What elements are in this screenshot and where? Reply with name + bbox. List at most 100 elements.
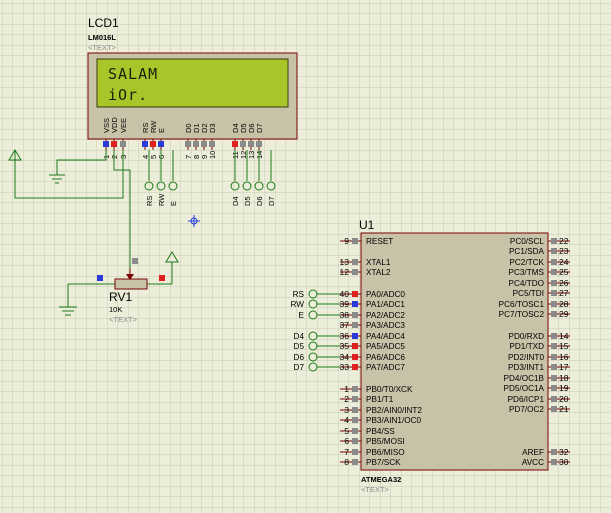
mcu-pin-26[interactable]: [551, 280, 557, 286]
mcu-terminal-label: D5: [294, 342, 305, 351]
mcu-pin-39[interactable]: [352, 301, 358, 307]
mcu-pin-5[interactable]: [352, 428, 358, 434]
mcu-terminal-d4[interactable]: [308, 331, 318, 341]
mcu-pin-38[interactable]: [352, 312, 358, 318]
lcd-pin-13[interactable]: [248, 141, 254, 147]
lcd-pin-name: D1: [192, 123, 201, 133]
lcd-pin-1[interactable]: [103, 141, 109, 147]
mcu-pin-14[interactable]: [551, 333, 557, 339]
mcu-pin-22[interactable]: [551, 238, 557, 244]
mcu-pin-36[interactable]: [352, 333, 358, 339]
mcu-terminal-label: D6: [294, 353, 305, 362]
lcd-terminal-rw[interactable]: [156, 181, 166, 191]
lcd-pin-name: D3: [208, 123, 217, 133]
mcu-pin-1[interactable]: [352, 386, 358, 392]
lcd-terminal-label: RW: [157, 193, 166, 206]
mcu-pin-12[interactable]: [352, 269, 358, 275]
mcu-pin-number: 12: [340, 267, 350, 277]
mcu-terminal-rs[interactable]: [308, 289, 318, 299]
mcu-pin-label: PC1/SDA: [509, 247, 545, 256]
mcu-pin-number: 35: [340, 341, 350, 351]
mcu-pin-40[interactable]: [352, 291, 358, 297]
lcd-pin-number: 4: [141, 155, 150, 159]
lcd-pin-10[interactable]: [209, 141, 215, 147]
lcd-pin-3[interactable]: [120, 141, 126, 147]
lcd-pin-name: D4: [231, 123, 240, 133]
mcu-terminal-d5[interactable]: [308, 341, 318, 351]
mcu-pin-19[interactable]: [551, 385, 557, 391]
mcu-pin-4[interactable]: [352, 417, 358, 423]
mcu-pin-18[interactable]: [551, 375, 557, 381]
mcu-pin-35[interactable]: [352, 343, 358, 349]
mcu-pin-28[interactable]: [551, 301, 557, 307]
lcd-pin-7[interactable]: [185, 141, 191, 147]
mcu-pin-21[interactable]: [551, 406, 557, 412]
mcu-pin-25[interactable]: [551, 269, 557, 275]
mcu-pin-20[interactable]: [551, 396, 557, 402]
mcu-pin-7[interactable]: [352, 449, 358, 455]
lcd-pin-name: D7: [255, 123, 264, 133]
mcu-pin-label: PD3/INT1: [508, 363, 544, 372]
lcd-pin-4[interactable]: [142, 141, 148, 147]
mcu-pin-number: 5: [344, 426, 349, 436]
lcd-text-placeholder: <TEXT>: [88, 43, 117, 52]
lcd-pin-12[interactable]: [240, 141, 246, 147]
mcu-pin-6[interactable]: [352, 438, 358, 444]
pot-pin-1[interactable]: [97, 275, 103, 281]
pot-pin-3[interactable]: [159, 275, 165, 281]
mcu-pin-label: AVCC: [522, 458, 544, 467]
mcu-pin-16[interactable]: [551, 354, 557, 360]
mcu-pin-15[interactable]: [551, 343, 557, 349]
mcu-pin-24[interactable]: [551, 259, 557, 265]
lcd-pin-8[interactable]: [193, 141, 199, 147]
lcd-screen: [96, 58, 289, 108]
mcu-pin-2[interactable]: [352, 396, 358, 402]
mcu-pin-13[interactable]: [352, 259, 358, 265]
lcd-terminal-e[interactable]: [168, 181, 178, 191]
mcu-pin-number: 40: [340, 289, 350, 299]
mcu-pin-3[interactable]: [352, 407, 358, 413]
lcd-terminal-d7[interactable]: [266, 181, 276, 191]
mcu-terminal-d7[interactable]: [308, 362, 318, 372]
mcu-pin-label: PD2/INT0: [508, 353, 544, 362]
mcu-pin-30[interactable]: [551, 459, 557, 465]
lcd-pin-name: VEE: [119, 118, 128, 133]
potentiometer-component[interactable]: RV1 10K <TEXT>: [97, 258, 165, 324]
lcd-pin-6[interactable]: [158, 141, 164, 147]
mcu-pin-8[interactable]: [352, 459, 358, 465]
mcu-pin-33[interactable]: [352, 364, 358, 370]
mcu-pin-27[interactable]: [551, 290, 557, 296]
lcd-pin-14[interactable]: [256, 141, 262, 147]
lcd-pin-9[interactable]: [201, 141, 207, 147]
crosshair-marker-icon: [188, 215, 200, 227]
mcu-terminal-e[interactable]: [308, 310, 318, 320]
lcd-terminal-d6[interactable]: [254, 181, 264, 191]
mcu-pin-32[interactable]: [551, 449, 557, 455]
mcu-pin-29[interactable]: [551, 311, 557, 317]
mcu-terminal-rw[interactable]: [308, 299, 318, 309]
mcu-terminal-d6[interactable]: [308, 352, 318, 362]
mcu-pin-23[interactable]: [551, 248, 557, 254]
lcd-pin-name: RW: [149, 120, 158, 133]
lcd-terminal-d4[interactable]: [230, 181, 240, 191]
mcu-pin-34[interactable]: [352, 354, 358, 360]
mcu-pin-number: 33: [340, 362, 350, 372]
lcd-terminal-rs[interactable]: [144, 181, 154, 191]
lcd-pin-2[interactable]: [111, 141, 117, 147]
lcd-pin-5[interactable]: [150, 141, 156, 147]
mcu-terminal-label: E: [299, 311, 305, 320]
mcu-pin-37[interactable]: [352, 322, 358, 328]
mcu-terminal-label: RW: [291, 300, 305, 309]
mcu-pin-number: 4: [344, 415, 349, 425]
pot-pin-2[interactable]: [132, 258, 138, 264]
mcu-pin-9[interactable]: [352, 238, 358, 244]
mcu-pin-label: PC6/TOSC1: [499, 300, 545, 309]
lcd-pin-number: 13: [247, 151, 256, 159]
lcd-terminal-d5[interactable]: [242, 181, 252, 191]
lcd-pin-11[interactable]: [232, 141, 238, 147]
mcu-pin-17[interactable]: [551, 364, 557, 370]
